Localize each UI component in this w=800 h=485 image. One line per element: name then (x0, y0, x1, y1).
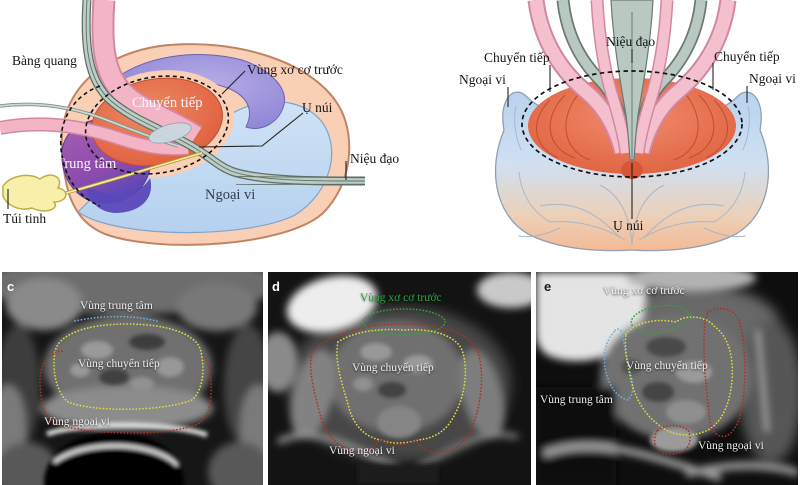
mri-panel-coronal: d Vùng xơ cơ trước Vùng chuyển tiếp Vùng… (268, 272, 531, 485)
label-peripheral-right: Ngoại vi (749, 71, 796, 86)
label-peripheral-left: Ngoại vi (459, 72, 506, 87)
mri-label-transition-e: Vùng chuyển tiếp (626, 360, 708, 372)
sagittal-diagram-art (0, 0, 366, 246)
label-verumontanum-coronal: Ụ núi (613, 218, 644, 233)
mri-panel-sagittal: e Vùng xơ cơ trước Vùng chuyển tiếp Vùng… (536, 272, 798, 485)
mri-panel-axial: c Vùng trung tâm Vùng chuyển tiếp Vùng n… (2, 272, 263, 485)
mri-sagittal-art (536, 272, 798, 485)
label-bladder: Bàng quang (12, 53, 77, 68)
label-urethra-coronal: Niệu đạo (606, 34, 656, 49)
label-seminal-vesicle: Túi tinh (3, 211, 47, 226)
mri-label-transition-d: Vùng chuyển tiếp (352, 362, 434, 374)
mri-label-transition-c: Vùng chuyển tiếp (78, 358, 160, 370)
panel-letter-d: d (272, 279, 280, 294)
mri-label-anterior-d: Vùng xơ cơ trước (360, 292, 442, 304)
panel-letter-e: e (544, 279, 552, 294)
label-central-zone: Trung tâm (56, 156, 117, 172)
coronal-diagram-art (494, 0, 770, 252)
mri-label-peripheral-e: Vùng ngoại vi (698, 440, 764, 452)
panel-letter-c: c (7, 279, 15, 294)
label-verumontanum: Ụ núi (302, 100, 333, 115)
mri-axial-art (2, 272, 263, 485)
mri-label-central-e: Vùng trung tâm (540, 394, 613, 406)
label-transition-left: Chuyển tiếp (484, 50, 550, 65)
mri-coronal-art (268, 272, 531, 485)
mri-label-peripheral-c: Vùng ngoại vi (44, 416, 110, 428)
mri-label-anterior-e: Vùng xơ cơ trước (603, 285, 685, 297)
mri-label-central-c: Vùng trung tâm (80, 300, 153, 312)
label-transition-right: Chuyển tiếp (714, 49, 780, 64)
label-urethra: Niệu đạo (350, 151, 400, 166)
mri-label-peripheral-d: Vùng ngoại vi (329, 445, 395, 457)
label-transition-zone: Chuyển tiếp (132, 95, 203, 111)
label-peripheral-zone: Ngoại vi (205, 187, 256, 203)
label-anterior-fibromuscular: Vùng xơ cơ trước (247, 62, 343, 77)
